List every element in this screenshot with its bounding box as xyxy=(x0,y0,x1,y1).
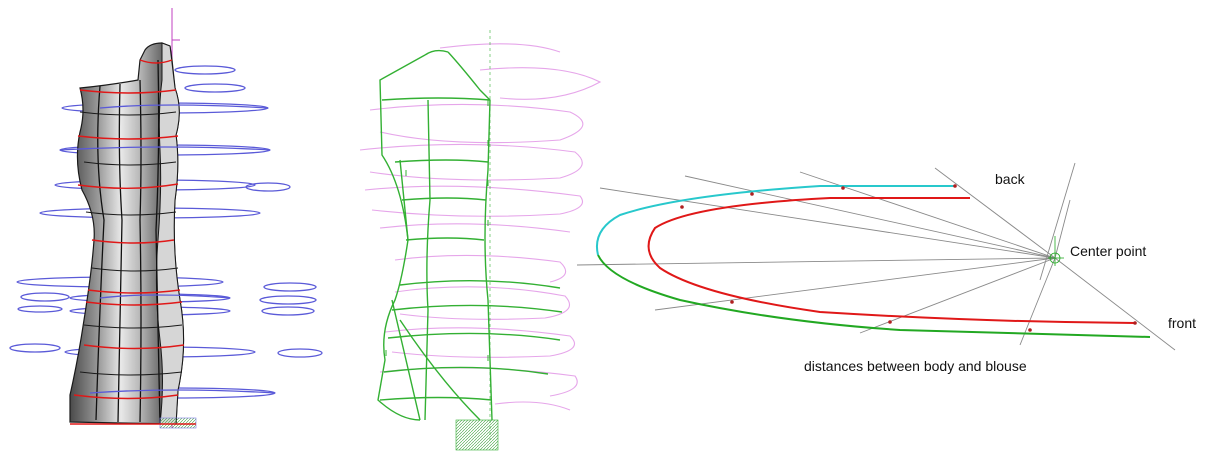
blouse-front-curve xyxy=(597,254,1151,338)
contour-line xyxy=(85,211,177,216)
wireframe-panel xyxy=(359,30,602,451)
wireframe-band xyxy=(387,332,561,341)
slice-line xyxy=(87,289,181,294)
intersection-point xyxy=(841,186,845,190)
wireframe-band xyxy=(399,319,481,421)
construction-line xyxy=(934,167,1056,259)
slice-line xyxy=(85,301,183,306)
mannequin-red-slices xyxy=(73,59,185,400)
wireframe-right-edge xyxy=(447,51,493,421)
pink-contour xyxy=(439,43,561,53)
pink-contour xyxy=(384,327,575,358)
wireframe-band xyxy=(401,197,487,201)
construction-line xyxy=(654,257,1056,311)
construction-line xyxy=(1019,257,1056,346)
slice-line xyxy=(91,239,175,244)
slice-line xyxy=(77,183,179,189)
front-contours xyxy=(59,104,276,394)
slice-line xyxy=(139,59,173,64)
contour-line xyxy=(79,371,183,376)
contour-line xyxy=(91,267,179,272)
wireframe-band xyxy=(381,97,491,101)
cross-section-panel: back Center point front distances betwee… xyxy=(576,162,1196,374)
construction-line xyxy=(1054,199,1071,259)
wireframe-ticks xyxy=(385,100,489,361)
slice-contour xyxy=(263,282,317,292)
wireframe-band xyxy=(379,396,493,401)
slice-line xyxy=(83,344,185,350)
pink-contour xyxy=(359,143,583,181)
construction-line xyxy=(599,187,1056,259)
wireframe-band xyxy=(405,237,485,241)
slice-contour xyxy=(277,348,323,358)
mannequin-seams xyxy=(95,59,161,425)
seam-line xyxy=(155,59,161,425)
wireframe-shoulder xyxy=(424,49,449,56)
slice-contour xyxy=(17,305,63,313)
wireframe-band xyxy=(391,299,421,421)
seam-line xyxy=(95,85,105,421)
label-front: front xyxy=(1168,315,1196,331)
body-curve xyxy=(647,197,1136,324)
pink-contour xyxy=(369,103,584,144)
label-distances: distances between body and blouse xyxy=(804,358,1027,374)
wireframe-band xyxy=(399,279,561,289)
intersection-point xyxy=(1133,321,1137,325)
construction-line xyxy=(576,257,1056,266)
construction-line xyxy=(859,257,1056,334)
mannequin-panel xyxy=(9,8,323,429)
seam-line xyxy=(117,83,123,423)
slice-contour xyxy=(99,294,231,299)
slice-contour xyxy=(9,343,61,353)
label-center-point: Center point xyxy=(1070,243,1146,259)
contour-line xyxy=(83,324,183,329)
slice-contour xyxy=(174,65,236,75)
pink-contour xyxy=(394,254,567,283)
wireframe-band xyxy=(383,366,549,375)
slice-contour xyxy=(245,182,291,192)
pink-contour xyxy=(364,185,584,217)
wireframe-left-edge xyxy=(377,54,426,421)
slice-contour xyxy=(184,83,246,93)
construction-line xyxy=(1054,257,1176,351)
wireframe-outline xyxy=(377,49,563,421)
intersection-point xyxy=(730,300,734,304)
wireframe-band xyxy=(391,304,563,313)
ground-plane xyxy=(159,417,197,429)
slice-contour xyxy=(89,389,276,394)
center-point-marker xyxy=(1048,236,1064,266)
slice-contour xyxy=(99,104,269,109)
slice-line xyxy=(73,394,179,400)
pink-contours xyxy=(359,43,602,411)
label-back: back xyxy=(995,171,1026,187)
intersection-points xyxy=(680,184,1137,332)
wireframe-inner-seam xyxy=(424,99,431,421)
pink-contour xyxy=(379,367,578,397)
intersection-point xyxy=(750,192,754,196)
slice-contour xyxy=(59,146,271,151)
seam-line xyxy=(139,79,142,423)
slice-contour xyxy=(261,306,315,316)
slice-line xyxy=(77,135,179,140)
wireframe-band xyxy=(394,159,489,163)
construction-line xyxy=(684,175,1056,259)
slice-line xyxy=(79,89,177,94)
blouse-back-curve xyxy=(596,185,955,256)
pink-contour xyxy=(494,401,571,411)
contour-line xyxy=(79,111,177,116)
intersection-point xyxy=(888,320,892,324)
pink-contour xyxy=(379,223,571,233)
pink-contour xyxy=(479,67,602,100)
contour-line xyxy=(83,161,177,166)
intersection-point xyxy=(953,184,957,188)
pink-contour xyxy=(394,286,570,320)
intersection-point xyxy=(680,205,684,209)
slice-contour xyxy=(259,295,317,305)
wireframe-ground-plane xyxy=(455,419,499,451)
mannequin-dark-contours xyxy=(79,111,183,376)
intersection-point xyxy=(1028,328,1032,332)
construction-line xyxy=(1039,162,1076,281)
slice-contour xyxy=(20,292,70,302)
